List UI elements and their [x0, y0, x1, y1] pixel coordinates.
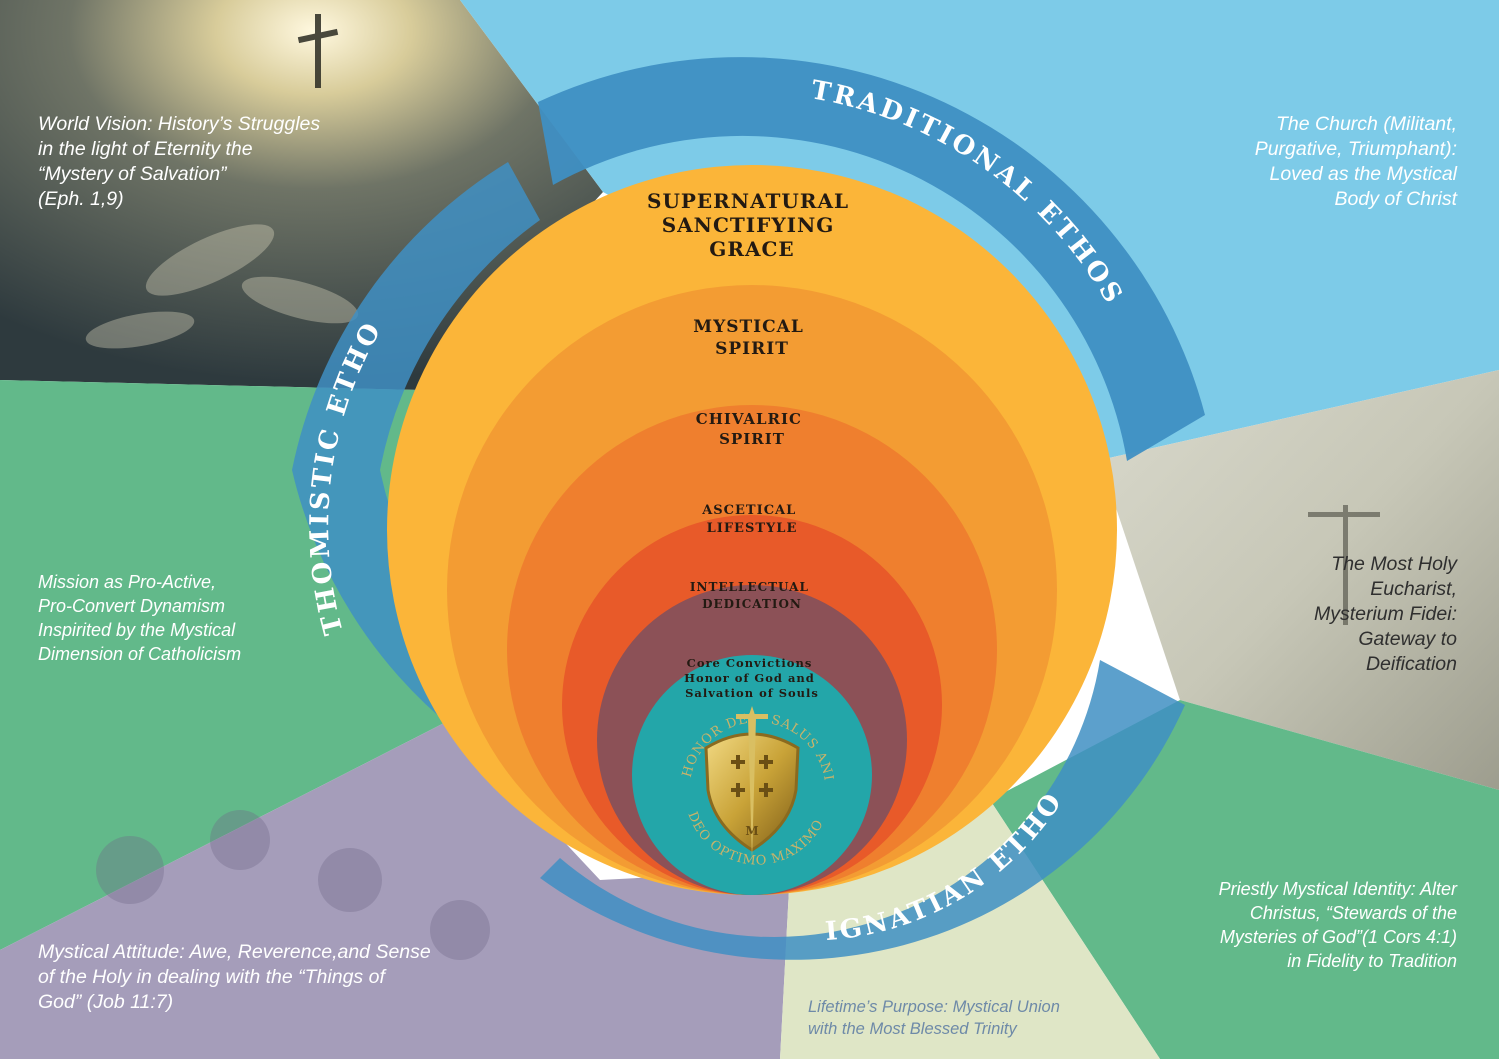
- sword-icon: [748, 706, 756, 860]
- priestly-caption: Priestly Mystical Identity: Alter Christ…: [1218, 879, 1457, 971]
- ascetical-label: ASCETICAL LIFESTYLE: [701, 503, 802, 536]
- angels-decoration: [85, 224, 359, 349]
- core-label: Core Convictions Honor of God and Salvat…: [684, 656, 820, 700]
- chivalric-label: CHIVALRIC SPIRIT: [696, 410, 808, 448]
- sector-eucharist: [1100, 370, 1499, 790]
- mystical-attitude-caption: Mystical Attitude: Awe, Reverence,and Se…: [38, 941, 431, 1013]
- world-vision-caption: World Vision: History’s Struggles in the…: [38, 113, 321, 210]
- church-caption: The Church (Militant, Purgative, Triumph…: [1254, 113, 1457, 210]
- thomistic-ethos-ring: [292, 162, 540, 730]
- sector-mystical-attitude: [0, 720, 790, 1059]
- traditional-ethos-ring: [538, 57, 1205, 461]
- crowd-decoration: [96, 810, 490, 960]
- mystical-label: MYSTICAL SPIRIT: [693, 317, 810, 359]
- crucifix-icon: [1308, 505, 1380, 625]
- intellectual-label: INTELLECTUAL DEDICATION: [690, 580, 814, 611]
- ignatian-ethos-ring: [540, 660, 1185, 960]
- mission-caption: Mission as Pro-Active, Pro-Convert Dynam…: [38, 572, 242, 664]
- cross-icon: [297, 14, 339, 88]
- supernatural-label: SUPERNATURAL SANCTIFYING GRACE: [647, 189, 857, 261]
- eucharist-caption: The Most Holy Eucharist, Mysterium Fidei…: [1313, 553, 1457, 675]
- emblem-letter: M: [745, 824, 758, 838]
- cross-emblem-icon: [731, 755, 773, 797]
- lifetime-caption: Lifetime’s Purpose: Mystical Union with …: [808, 998, 1060, 1038]
